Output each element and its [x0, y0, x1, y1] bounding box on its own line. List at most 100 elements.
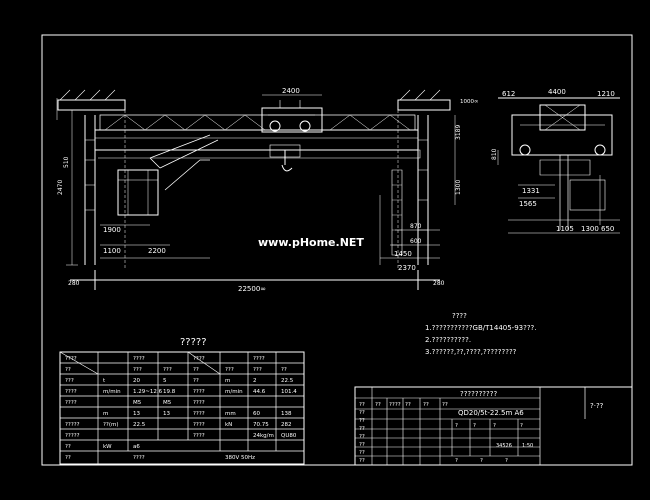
note-3: 3.??????,??,????,????????? [425, 348, 517, 356]
dim-2370: 2370 [398, 264, 416, 272]
dim-280-left: 280 [68, 280, 80, 287]
spec-cell: M5 [133, 400, 142, 406]
spec-cell: ???? [65, 400, 77, 406]
dim-650: 650 [601, 225, 614, 233]
spec-cell: 22.5 [133, 422, 146, 428]
spec-cell: 44.6 [253, 389, 266, 395]
title-block-cell: ? [455, 423, 458, 429]
dim-810: 810 [491, 148, 498, 160]
spec-cell: 24kg/m [253, 433, 274, 439]
crane-side-view [497, 97, 620, 234]
watermark-text: www.pHome.NET [258, 236, 364, 249]
dim-22500: 22500∞ [238, 285, 266, 293]
spec-cell: m/min [103, 389, 121, 395]
title-block-header-label: ?? [375, 402, 381, 408]
spec-cell: ???? [193, 389, 205, 395]
spec-cell: QU80 [281, 433, 297, 439]
dim-1210: 1210 [597, 90, 615, 98]
title-block-grid [354, 386, 633, 466]
operator-cab [117, 169, 159, 216]
spec-cell: ?? [193, 367, 199, 373]
spec-cell: ???? [193, 411, 205, 417]
title-block-cell: ? [520, 423, 523, 429]
spec-cell: 101.4 [281, 389, 297, 395]
title-block-bottom-cell: ? [505, 458, 508, 464]
dim-1565: 1565 [519, 200, 537, 208]
spec-cell: ??? [253, 367, 262, 373]
title-block-header-label: ?? [423, 402, 429, 408]
title-block-row-label: ?? [359, 458, 365, 464]
spec-cell: m [225, 378, 230, 384]
drawing-frame [41, 34, 633, 466]
dim-870: 870 [410, 223, 422, 230]
spec-cell: 13 [133, 411, 140, 417]
spec-cell: 20 [133, 378, 140, 384]
title-block-bottom-cell: ? [480, 458, 483, 464]
dim-1300: 1300 [581, 225, 599, 233]
title-block-header-label: ???? [389, 402, 401, 408]
spec-cell: ???? [133, 356, 145, 362]
spec-cell: t [103, 378, 106, 384]
spec-cell: ??? [65, 378, 74, 384]
crane-elevation-view [56, 89, 456, 290]
dim-1100: 1100 [103, 247, 121, 255]
spec-cell: ???? [65, 356, 77, 362]
spec-cell: ?? [193, 378, 199, 384]
title-block-header-label: ?? [405, 402, 411, 408]
dim-1450: 1450 [394, 250, 412, 258]
spec-cell: ?? [65, 367, 71, 373]
title-block-row-label: ?? [359, 402, 365, 408]
dim-1105: 1105 [556, 225, 574, 233]
dim-1900: 1900 [103, 226, 121, 234]
spec-cell: ???? [193, 356, 205, 362]
spec-cell: M5 [163, 400, 172, 406]
title-block-header-label: ?? [442, 402, 448, 408]
spec-cell: ??? [225, 367, 234, 373]
spec-table-grid [59, 351, 305, 465]
note-1: 1.???????????GB/T14405-93???. [425, 324, 536, 332]
spec-cell: 282 [281, 422, 292, 428]
dim-3189: 3189 [455, 125, 462, 140]
spec-cell: 70.75 [253, 422, 269, 428]
spec-cell: m/min [225, 389, 243, 395]
spec-cell: 60 [253, 411, 260, 417]
spec-cell: m [103, 411, 108, 417]
spec-cell: 138 [281, 411, 292, 417]
title-block-row-label: ?? [359, 418, 365, 424]
spec-cell: ????? [65, 422, 80, 428]
dim-600: 600 [410, 238, 422, 245]
title-block-row-label: ?? [359, 442, 365, 448]
spec-cell: ??(m) [103, 422, 119, 428]
title-block-cell: ? [493, 423, 496, 429]
dim-612: 612 [502, 90, 515, 98]
spec-cell: 2 [253, 378, 257, 384]
spec-cell: ???? [65, 389, 77, 395]
dim-1300-vertical: 1300 [455, 180, 462, 195]
title-block-row-label: ?? [359, 426, 365, 432]
title-block-cell: ? [473, 423, 476, 429]
spec-cell: ???? [133, 455, 145, 461]
dim-280-right: 280 [433, 280, 445, 287]
spec-cell: ?? [65, 444, 71, 450]
title-block-row-label: ?? [359, 450, 365, 456]
spec-cell: kW [103, 444, 112, 450]
spec-cell: ??? [133, 367, 142, 373]
spec-cell: mm [225, 411, 236, 417]
spec-cell: ???? [193, 433, 205, 439]
dim-4400: 4400 [548, 88, 566, 96]
title-block-row-label: ?? [359, 410, 365, 416]
note-2: 2.??????????. [425, 336, 471, 344]
title-block-num1: 34526 [496, 443, 512, 449]
dim-1331: 1331 [522, 187, 540, 195]
title-block-labels: ??????????????????????????????????? [359, 402, 523, 464]
spec-cell: 13 [163, 411, 170, 417]
spec-cell: ???? [253, 356, 265, 362]
title-block-name: ?????????? [460, 390, 497, 398]
title-block-model: QD20/5t-22.5m A6 [458, 409, 524, 417]
spec-table-title: ????? [180, 337, 207, 348]
notes-heading: ???? [452, 312, 467, 320]
title-block-side-title: ?·?? [590, 402, 604, 410]
dim-2200: 2200 [148, 247, 166, 255]
